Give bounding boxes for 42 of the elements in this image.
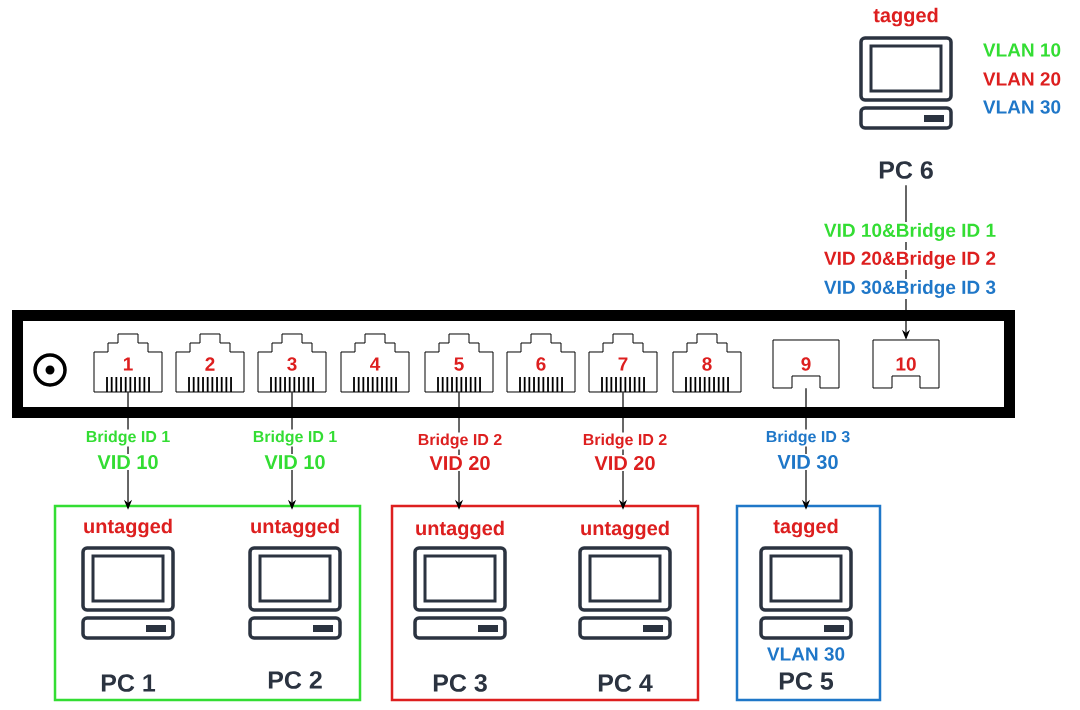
- ethernet-port: 5: [424, 333, 494, 393]
- bridge-id-label: Bridge ID 3: [764, 429, 852, 447]
- status-label: tagged: [773, 518, 838, 538]
- ethernet-port: 7: [588, 333, 658, 393]
- computer-label: PC 4: [598, 674, 653, 692]
- vlan-label: VLAN 30: [767, 647, 845, 661]
- status-label: untagged: [84, 518, 172, 538]
- vid-label: VID 10: [96, 453, 160, 471]
- vlan-label: VLAN 30: [983, 100, 1061, 114]
- vid-label: VID 20: [593, 454, 657, 472]
- computer-label: PC 6: [879, 161, 933, 179]
- group-frame: [390, 504, 700, 702]
- bridge-id-label: Bridge ID 1: [251, 429, 339, 447]
- vid-label: VID 30: [776, 453, 840, 471]
- group-frame: [53, 504, 362, 702]
- ethernet-port: 3: [257, 333, 327, 393]
- ethernet-port: 1: [93, 333, 163, 393]
- status-label: tagged: [873, 7, 938, 27]
- ethernet-port: 8: [672, 333, 742, 393]
- switch-chassis: [12, 310, 1015, 418]
- vid-label: VID 10&Bridge ID 1: [822, 222, 998, 242]
- vlan-label: VLAN 20: [983, 72, 1061, 86]
- vlan-label: VLAN 10: [983, 43, 1061, 57]
- status-label: untagged: [251, 518, 339, 538]
- bridge-id-label: Bridge ID 1: [84, 429, 172, 447]
- vid-label: VID 10: [263, 453, 327, 471]
- status-label: untagged: [416, 520, 504, 540]
- computer-label: PC 5: [779, 672, 834, 690]
- ethernet-port: 6: [506, 333, 576, 393]
- bridge-id-label: Bridge ID 2: [581, 432, 669, 450]
- sfp-port: 9: [772, 339, 840, 389]
- status-label: untagged: [581, 520, 669, 540]
- computer-label: PC 2: [268, 671, 322, 689]
- vid-label: VID 20&Bridge ID 2: [822, 250, 998, 270]
- vid-label: VID 20: [428, 454, 492, 472]
- ethernet-port: 2: [175, 333, 245, 393]
- computer-label: PC 3: [433, 674, 487, 692]
- computer-label: PC 1: [101, 674, 156, 692]
- sfp-port: 10: [872, 339, 940, 389]
- ethernet-port: 4: [340, 333, 410, 393]
- bridge-id-label: Bridge ID 2: [416, 432, 504, 450]
- vid-label: VID 30&Bridge ID 3: [822, 279, 998, 299]
